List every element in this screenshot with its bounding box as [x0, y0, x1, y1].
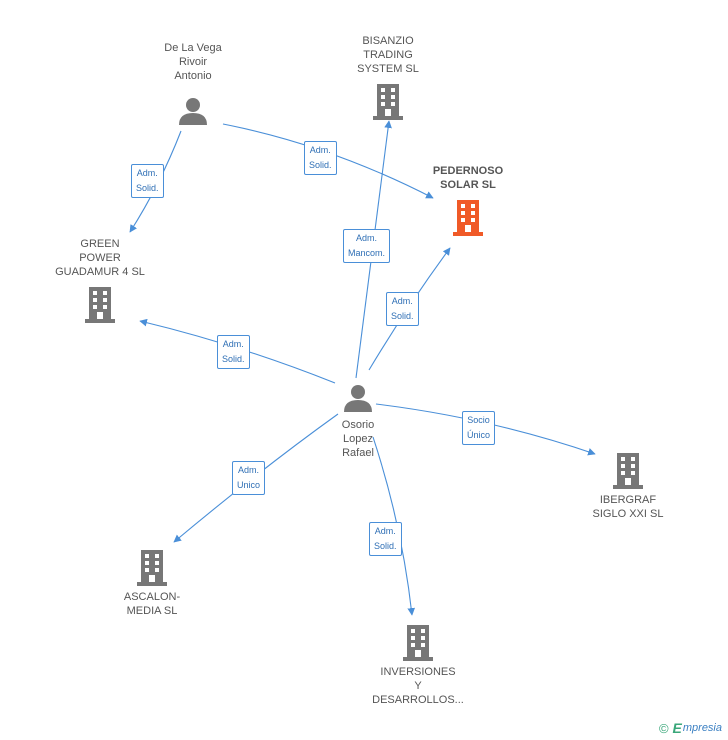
node-green[interactable]: GREEN POWER GUADAMUR 4 SL [44, 237, 156, 323]
brand-initial: E [672, 720, 682, 736]
empresia-logo[interactable]: © E mpresia [659, 720, 722, 736]
building-icon [403, 625, 433, 661]
person-icon [179, 98, 207, 125]
building-icon [453, 200, 483, 236]
node-label: PEDERNOSO SOLAR SL [432, 165, 504, 191]
node-ibergraf[interactable]: IBERGRAF SIGLO XXI SL [576, 453, 680, 521]
building-icon [137, 550, 167, 586]
node-pedernoso[interactable]: PEDERNOSO SOLAR SL [416, 164, 520, 236]
building-icon [373, 84, 403, 120]
relation-label[interactable]: Adm. Mancom. [343, 229, 391, 263]
node-label: IBERGRAF SIGLO XXI SL [592, 494, 664, 520]
relation-label[interactable]: Adm. Solid. [304, 141, 337, 175]
node-inversiones[interactable]: INVERSIONES Y DESARROLLOS... [362, 625, 474, 707]
node-label: BISANZIO TRADING SYSTEM SL [357, 35, 419, 75]
relation-label[interactable]: Adm. Solid. [131, 164, 164, 198]
relation-label[interactable]: Adm. Unico [232, 461, 266, 495]
building-icon [85, 287, 115, 323]
node-label: Osorio Lopez Rafael [341, 419, 375, 459]
node-label: INVERSIONES Y DESARROLLOS... [372, 666, 464, 706]
node-ascalon[interactable]: ASCALON- MEDIA SL [100, 550, 204, 618]
relation-label[interactable]: Adm. Solid. [369, 522, 402, 556]
node-bisanzio[interactable]: BISANZIO TRADING SYSTEM SL [338, 34, 438, 120]
building-icon [613, 453, 643, 489]
brand-name: mpresia [682, 722, 722, 734]
node-delavega[interactable]: De La Vega Rivoir Antonio [143, 41, 243, 127]
relation-label[interactable]: Adm. Solid. [217, 335, 250, 369]
relation-label[interactable]: Socio Único [462, 411, 496, 445]
node-label: De La Vega Rivoir Antonio [164, 42, 222, 82]
node-label: GREEN POWER GUADAMUR 4 SL [55, 238, 145, 278]
relation-label[interactable]: Adm. Solid. [386, 292, 419, 326]
person-icon [344, 385, 372, 412]
copyright-symbol: © [658, 720, 669, 736]
node-label: ASCALON- MEDIA SL [123, 591, 181, 617]
node-osorio[interactable]: Osorio Lopez Rafael [318, 382, 398, 460]
